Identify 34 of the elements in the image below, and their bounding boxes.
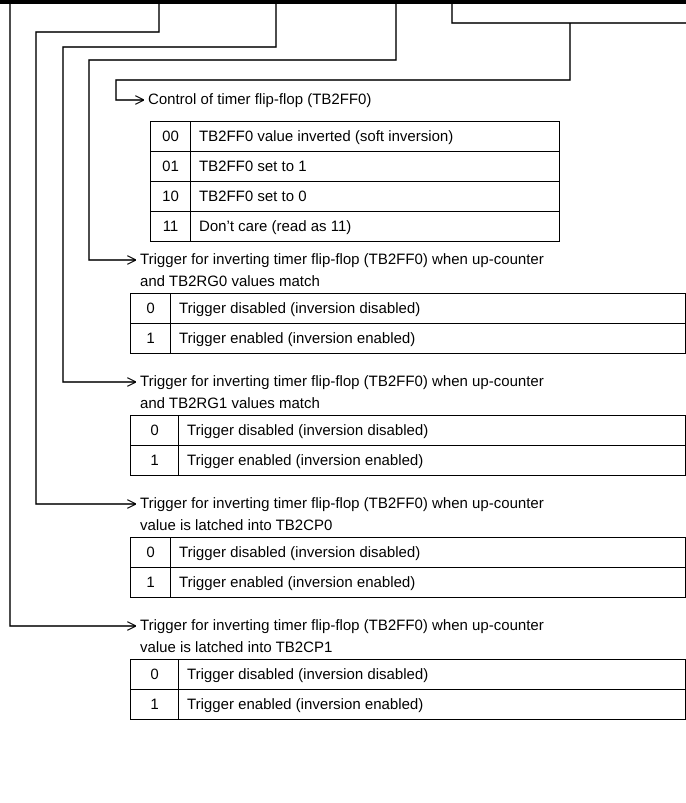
setting-value-cell: 1	[130, 446, 178, 476]
setting-description-cell: Trigger enabled (inversion enabled)	[170, 324, 686, 354]
setting-description-cell: Trigger disabled (inversion disabled)	[170, 538, 686, 568]
setting-value-cell: 0	[130, 294, 170, 324]
setting-value-cell: 0	[130, 660, 178, 690]
setting-value-cell: 00	[150, 122, 190, 152]
field-heading: Trigger for inverting timer flip-flop (TB2FF0) when up-counter value is latched into TB2CP1	[140, 615, 560, 659]
setting-description-cell: Trigger disabled (inversion disabled)	[178, 416, 686, 446]
setting-value-cell: 0	[130, 416, 178, 446]
setting-description-cell: Trigger disabled (inversion disabled)	[170, 294, 686, 324]
setting-description-cell: TB2FF0 set to 0	[190, 182, 560, 212]
arrow	[115, 23, 571, 106]
arrow	[88, 4, 397, 266]
field-heading: Trigger for inverting timer flip-flop (TB2FF0) when up-counter value is latched into TB2CP0	[140, 493, 560, 537]
setting-description-cell: Trigger enabled (inversion enabled)	[178, 690, 686, 720]
setting-value-cell: 11	[150, 212, 190, 242]
field-heading: Trigger for inverting timer flip-flop (TB2FF0) when up-counter and TB2RG0 values match	[140, 249, 560, 293]
arrow	[9, 4, 137, 632]
setting-value-cell: 1	[130, 324, 170, 354]
setting-description-cell: Trigger enabled (inversion enabled)	[170, 568, 686, 598]
setting-value-cell: 01	[150, 152, 190, 182]
setting-value-cell: 10	[150, 182, 190, 212]
arrow	[35, 4, 160, 510]
setting-description-cell: Trigger enabled (inversion enabled)	[178, 446, 686, 476]
field-heading: Control of timer flip-flop (TB2FF0)	[148, 89, 568, 111]
setting-value-cell: 1	[130, 690, 178, 720]
arrow	[62, 4, 277, 388]
setting-value-cell: 0	[130, 538, 170, 568]
setting-description-cell: Trigger disabled (inversion disabled)	[178, 660, 686, 690]
setting-description-cell: TB2FF0 value inverted (soft inversion)	[190, 122, 560, 152]
setting-description-cell: Don’t care (read as 11)	[190, 212, 560, 242]
setting-description-cell: TB2FF0 set to 1	[190, 152, 560, 182]
setting-value-cell: 1	[130, 568, 170, 598]
field-heading: Trigger for inverting timer flip-flop (TB2FF0) when up-counter and TB2RG1 values match	[140, 371, 560, 415]
